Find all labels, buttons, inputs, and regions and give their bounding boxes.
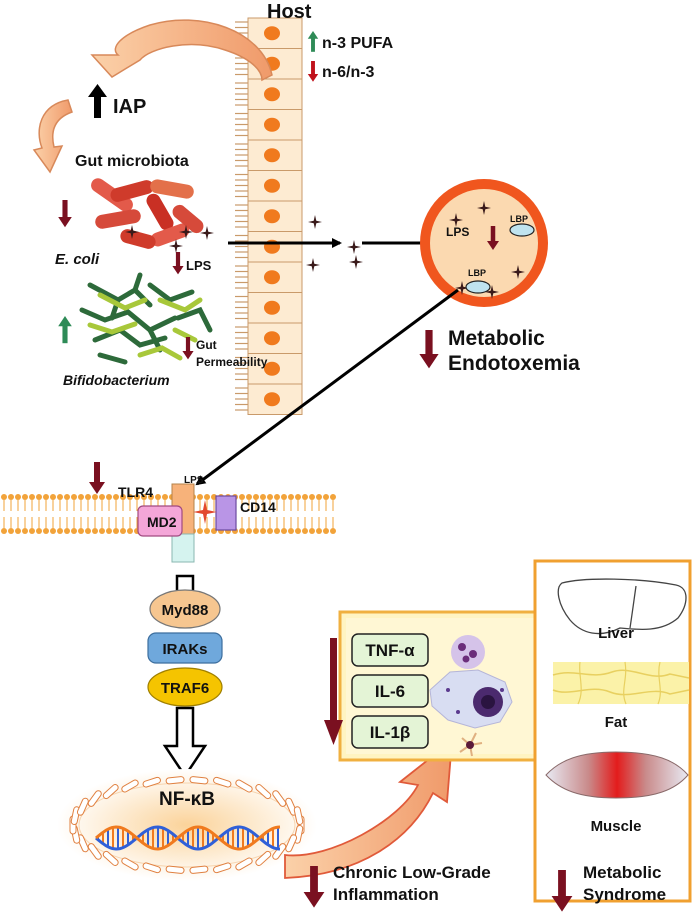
myd88-node xyxy=(149,589,221,629)
syndrome-line2: Syndrome xyxy=(583,885,666,904)
endotoxemia-line1: Metabolic xyxy=(448,327,545,350)
cell-nucleus-icon xyxy=(264,178,280,193)
dna-helix-icon xyxy=(95,825,281,851)
ecoli-bacteria-icon xyxy=(91,178,204,249)
lps-gut-label: LPS xyxy=(186,258,212,273)
cell-nucleus-icon xyxy=(264,209,280,224)
gut-permeability-line1: Gut xyxy=(196,338,217,352)
cell-nucleus-icon xyxy=(264,117,280,132)
cytokine-label: TNF-α xyxy=(365,641,415,660)
immune-cells-icon xyxy=(429,635,513,757)
cytokine-box xyxy=(351,715,429,749)
cell-nucleus-icon xyxy=(264,361,280,376)
cell-nucleus-icon xyxy=(264,300,280,315)
liver-icon xyxy=(557,578,687,635)
nucleus-to-cytokines-arrow-icon xyxy=(284,739,454,879)
tlr4-receptor-complex xyxy=(137,483,237,563)
blood-vessel xyxy=(420,179,548,307)
cell-nucleus-icon xyxy=(264,331,280,346)
cell-nucleus-icon xyxy=(264,87,280,102)
cytokines-down-arrow-icon xyxy=(324,638,343,745)
host-to-iap-curved-arrow-icon xyxy=(90,19,273,82)
cytokine-box xyxy=(351,633,429,667)
iap-label: IAP xyxy=(113,96,146,118)
n3-pufa-up-arrow-icon xyxy=(307,31,319,52)
syndrome-line1: Metabolic xyxy=(583,863,661,882)
ecoli-label: E. coli xyxy=(55,251,100,268)
inflammation-line2: Inflammation xyxy=(333,885,439,904)
fat-label: Fat xyxy=(605,714,628,731)
cell-nucleus-icon xyxy=(264,392,280,407)
cd14-protein-icon xyxy=(215,495,237,531)
inflammation-line1: Chronic Low-Grade xyxy=(333,863,491,882)
cell-nucleus-icon xyxy=(264,26,280,41)
adaptor-link-icon xyxy=(175,574,195,590)
tlr4-label: TLR4 xyxy=(118,484,153,500)
iap-up-arrow-icon xyxy=(88,84,107,118)
lps-ligand-icon xyxy=(193,500,217,524)
bifidobacterium-icon xyxy=(79,272,213,365)
bifidobacterium-up-arrow-icon xyxy=(58,316,72,344)
traf6-node xyxy=(147,667,223,707)
liver-label: Liver xyxy=(598,625,634,642)
vessel-lbp-top-label: LBP xyxy=(510,214,528,224)
traf6-label: TRAF6 xyxy=(161,680,209,697)
tlr4-down-arrow-icon xyxy=(89,462,105,494)
cytokine-label: IL-6 xyxy=(375,682,405,701)
iap-to-microbiota-curved-arrow-icon xyxy=(32,99,73,174)
gut-permeability-line2: Permeability xyxy=(196,355,268,369)
n6-n3-label: n-6/n-3 xyxy=(322,64,375,81)
cytokine-label: IL-1β xyxy=(370,723,411,742)
cell-nucleus-icon xyxy=(264,270,280,285)
cell-nucleus-icon xyxy=(264,148,280,163)
vessel-to-receptor-arrow xyxy=(195,288,459,486)
nucleus xyxy=(57,769,317,881)
lps-gut-down-arrow-icon xyxy=(172,252,184,275)
traf6-to-nfkb-arrow-icon xyxy=(162,706,208,779)
md2-label: MD2 xyxy=(147,514,177,530)
endotoxemia-down-arrow-icon xyxy=(419,330,439,369)
muscle-icon xyxy=(545,751,689,799)
gut-microbiota-label: Gut microbiota xyxy=(75,153,189,170)
bifidobacterium-label: Bifidobacterium xyxy=(63,372,170,388)
iraks-node xyxy=(147,632,223,664)
iraks-label: IRAKs xyxy=(162,641,207,658)
muscle-label: Muscle xyxy=(591,818,642,835)
n3-pufa-label: n-3 PUFA xyxy=(322,35,394,52)
vessel-lps-label: LPS xyxy=(446,225,469,239)
n6-n3-down-arrow-icon xyxy=(307,61,319,82)
cd14-label: CD14 xyxy=(240,499,276,515)
receptor-lps-label: LPS xyxy=(184,475,204,486)
fat-tissue-icon xyxy=(552,661,690,705)
cytokine-panel: TNF-αIL-6IL-1β xyxy=(338,610,594,762)
nfkb-label: NF-κB xyxy=(159,789,215,810)
cytokine-box xyxy=(351,674,429,708)
myd88-label: Myd88 xyxy=(162,602,209,619)
endotoxemia-line2: Endotoxemia xyxy=(448,352,580,375)
ecoli-down-arrow-icon xyxy=(58,200,72,228)
host-title: Host xyxy=(267,1,312,23)
md2-protein-icon xyxy=(137,505,183,537)
lbp-bottom-icon xyxy=(465,280,491,294)
vessel-lbp-bottom-label: LBP xyxy=(468,268,486,278)
lbp-top-icon xyxy=(509,223,535,237)
